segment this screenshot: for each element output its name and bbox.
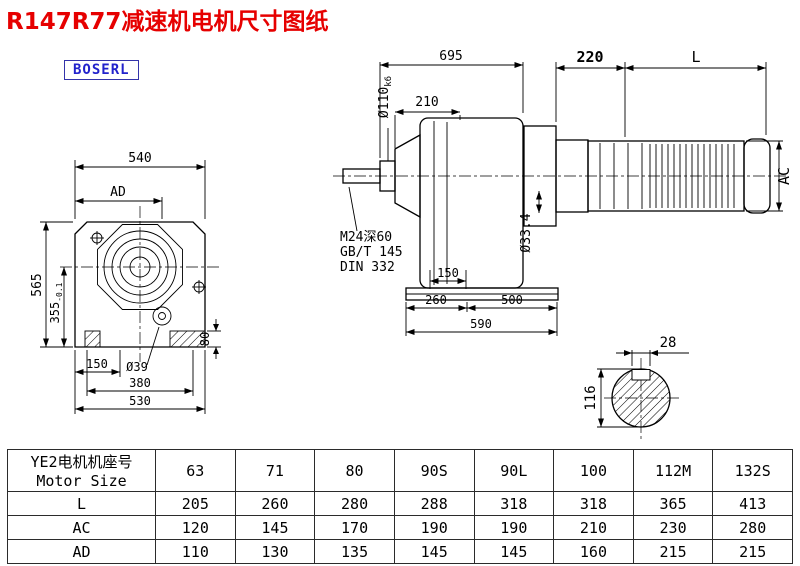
dim-39-label: Ø39 [126, 360, 148, 374]
mounting-hole-top [90, 231, 104, 245]
foot-section-hatch-left [84, 330, 101, 348]
side-view: 695 220 L Ø110k6 210 M24深60 GB/T 145 DIN… [333, 48, 793, 336]
motor-cooling-fins [599, 143, 735, 209]
motor-size-112m: 112M [632, 449, 714, 492]
dim-380-label: 380 [129, 376, 151, 390]
cell-AC-90s: 190 [393, 515, 475, 540]
dim-AC-label: AC [775, 167, 793, 185]
front-dimension-lines [40, 160, 221, 414]
motor-size-100: 100 [553, 449, 634, 492]
cell-L-112m: 365 [632, 491, 714, 516]
dim-500-label: 500 [501, 293, 523, 307]
cell-AC-71: 145 [234, 515, 316, 540]
cell-AD-100: 160 [553, 539, 634, 564]
dim-565-label: 565 [30, 273, 45, 296]
dim-150-label: 150 [86, 357, 108, 371]
dim-220-label: 220 [576, 48, 603, 66]
row-label-AD: AD [7, 539, 156, 564]
dim-355-label: 355-0.1 [48, 282, 64, 323]
bearing-circle [111, 238, 169, 296]
motor-size-132s: 132S [712, 449, 793, 492]
row-label-L: L [7, 491, 156, 516]
table-header-en: Motor Size [36, 472, 127, 490]
cell-AD-90s: 145 [393, 539, 475, 564]
dim-210-label: 210 [415, 95, 438, 110]
cell-AC-100: 210 [553, 515, 634, 540]
motor-size-table: YE2电机机座号 Motor Size 63 71 80 90S 90L 100… [7, 449, 793, 564]
plug-circle-inner [158, 312, 166, 320]
bearing-circle-outer [103, 230, 177, 304]
table-header-row: YE2电机机座号 Motor Size 63 71 80 90S 90L 100… [7, 449, 793, 492]
cell-AD-112m: 215 [632, 539, 714, 564]
cell-L-100: 318 [553, 491, 634, 516]
standard-din-label: DIN 332 [340, 260, 395, 275]
bearing-boss-octagon [97, 224, 183, 310]
cell-L-71: 260 [234, 491, 316, 516]
row-label-AC: AC [7, 515, 156, 540]
keyway-slot [631, 369, 651, 381]
cell-L-80: 280 [314, 491, 395, 516]
fan-cover [743, 138, 771, 214]
cell-AC-80: 170 [314, 515, 395, 540]
gearbox-housing-outline [74, 221, 206, 348]
table-header-cn: YE2电机机座号 [30, 453, 133, 471]
dim-540-label: 540 [128, 151, 151, 166]
mounting-hole-side [192, 280, 206, 294]
plug-circle [152, 306, 172, 326]
bearing-circle-inner [119, 246, 161, 288]
dim-590-label: 590 [470, 317, 492, 331]
dim-260-label: 260 [425, 293, 447, 307]
standard-gbt-label: GB/T 145 [340, 245, 403, 260]
dim-ad-label: AD [110, 185, 126, 200]
cell-AC-90l: 190 [473, 515, 555, 540]
foot-section-hatch-right [169, 330, 206, 348]
cell-AC-132s: 280 [712, 515, 793, 540]
table-row-AD: AD 110 130 135 145 145 160 215 215 [7, 539, 793, 564]
motor-size-90l: 90L [473, 449, 555, 492]
cell-AC-112m: 230 [632, 515, 714, 540]
dim-shaft-dia-label: Ø110k6 [377, 76, 394, 118]
page-title: R147R77减速机电机尺寸图纸 [6, 9, 329, 35]
dim-530-label: 530 [129, 394, 151, 408]
table-row-L: L 205 260 280 288 318 318 365 413 [7, 491, 793, 516]
dim-334-label: Ø33.4 [519, 213, 534, 252]
dimension-drawing: 540 AD 565 355-0.1 150 Ø39 380 530 80 [30, 48, 793, 439]
dim-695-label: 695 [439, 49, 462, 64]
shaft-section-view: 28 116 [583, 335, 689, 439]
cell-AC-63: 120 [155, 515, 236, 540]
dim-116-label: 116 [583, 385, 599, 410]
cell-AD-90l: 145 [473, 539, 555, 564]
dim-150-side-label: 150 [437, 266, 459, 280]
cell-AD-80: 135 [314, 539, 395, 564]
cell-L-63: 205 [155, 491, 236, 516]
cell-L-90s: 288 [393, 491, 475, 516]
section-dimension-lines [597, 350, 689, 428]
front-view: 540 AD 565 355-0.1 150 Ø39 380 530 80 [30, 151, 221, 414]
cell-L-132s: 413 [712, 491, 793, 516]
dim-28-label: 28 [660, 335, 677, 351]
dim-L-label: L [691, 48, 700, 66]
cell-AD-71: 130 [234, 539, 316, 564]
motor-size-90s: 90S [393, 449, 475, 492]
motor-size-80: 80 [314, 449, 395, 492]
thread-note-label: M24深60 [340, 230, 392, 245]
cell-AD-132s: 215 [712, 539, 793, 564]
table-header-cell: YE2电机机座号 Motor Size [7, 449, 156, 492]
cell-AD-63: 110 [155, 539, 236, 564]
dim-80-label: 80 [198, 332, 212, 346]
boserl-logo: BOSERL [64, 60, 139, 80]
gearbox-body [419, 117, 524, 289]
table-row-AC: AC 120 145 170 190 190 210 230 280 [7, 515, 793, 540]
motor-size-71: 71 [234, 449, 316, 492]
cell-L-90l: 318 [473, 491, 555, 516]
shaft-bore-circle [129, 256, 151, 278]
motor-size-63: 63 [155, 449, 236, 492]
side-dimension-lines [348, 62, 783, 336]
